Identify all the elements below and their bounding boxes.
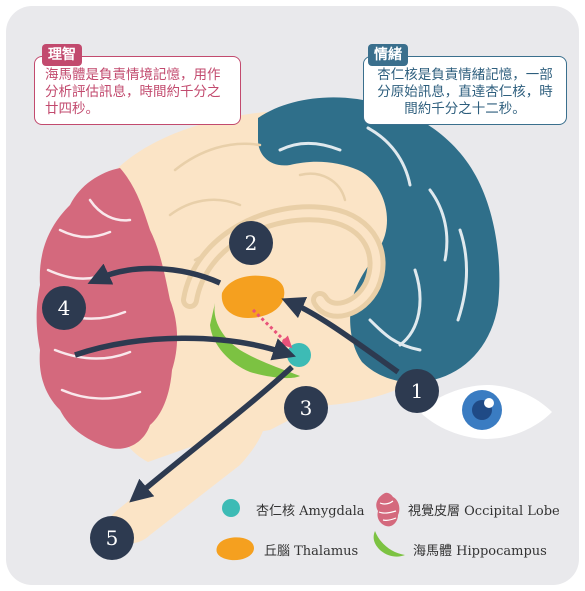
legend-hippocampus-label: 海馬體 Hippocampus (413, 540, 547, 559)
amygdala-legend-icon (222, 499, 240, 517)
legend-thalamus-label: 丘腦 Thalamus (264, 540, 358, 559)
reason-box: 海馬體是負責情境記憶，用作分析評估訊息，時間約千分之廿四秒。 (34, 56, 241, 125)
reason-text: 海馬體是負責情境記憶，用作分析評估訊息，時間約千分之廿四秒。 (45, 67, 221, 117)
thalamus-legend-icon (216, 537, 253, 560)
step-5-badge: 5 (90, 516, 134, 560)
occipital-legend-icon (376, 493, 399, 527)
diagram-panel: 海馬體是負責情境記憶，用作分析評估訊息，時間約千分之廿四秒。 理智 杏仁核是負責… (6, 6, 579, 585)
eye-icon (420, 385, 552, 439)
step-1-badge: 1 (395, 369, 439, 413)
step-3-badge: 3 (284, 386, 328, 430)
legend-occipital-label: 視覺皮層 Occipital Lobe (408, 500, 560, 519)
legend-amygdala-label: 杏仁核 Amygdala (256, 500, 365, 519)
amygdala (287, 343, 311, 367)
reason-tag: 理智 (42, 44, 82, 66)
legend-occipital: 視覺皮層 Occipital Lobe (408, 500, 560, 519)
emotion-box: 杏仁核是負責情緒記憶，一部分原始訊息，直達杏仁核，時間約千分之十二秒。 (363, 56, 567, 125)
hippocampus-legend-icon (374, 531, 405, 557)
step-2-badge: 2 (229, 221, 273, 265)
legend-thalamus: 丘腦 Thalamus (264, 540, 358, 559)
legend-hippocampus: 海馬體 Hippocampus (413, 540, 547, 559)
emotion-text: 杏仁核是負責情緒記憶，一部分原始訊息，直達杏仁核，時間約千分之十二秒。 (377, 67, 553, 117)
legend-amygdala: 杏仁核 Amygdala (256, 500, 365, 519)
emotion-tag: 情緒 (368, 44, 408, 66)
step-4-badge: 4 (42, 286, 86, 330)
